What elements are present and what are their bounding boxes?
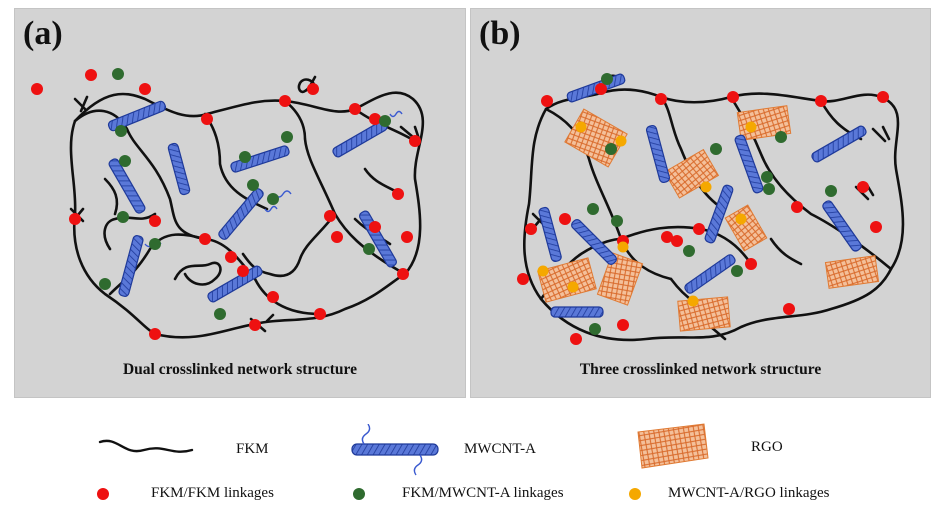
legend-fkm-label: FKM: [236, 441, 269, 457]
fkm-fkm-linkages: [517, 83, 889, 345]
three-network-diagram: [517, 73, 905, 345]
fkm-mwcnt-linkages: [99, 68, 391, 320]
red-dot-icon: [97, 488, 109, 500]
panel-b-caption: Three crosslinked network structure: [579, 361, 822, 378]
dual-network-diagram: [31, 68, 425, 340]
legend-rgo-label: RGO: [751, 439, 783, 455]
fkm-fkm-linkages: [31, 69, 421, 340]
panel-a-caption: Dual crosslinked network structure: [122, 361, 358, 378]
panel-b-letter: (b): [479, 15, 521, 52]
rgo-sheet-icon: [637, 423, 709, 469]
panel-b: (b) Three crosslinked network structure: [470, 8, 931, 398]
legend-fkm-fkm-label: FKM/FKM linkages: [151, 485, 274, 501]
mwcnt-rgo-linkages: [537, 121, 757, 307]
mwcnt-tube-icon: [351, 424, 439, 476]
green-dot-icon: [353, 488, 365, 500]
legend: FKM MWCNT-A RGO FKM/FKM linkages FKM/MWC…: [0, 400, 944, 528]
legend-fkm-mwcnt-label: FKM/MWCNT-A linkages: [402, 485, 564, 501]
legend-mwcnt-rgo-label: MWCNT-A/RGO linkages: [668, 485, 830, 501]
legend-mwcnt-label: MWCNT-A: [464, 441, 536, 457]
panel-a-letter: (a): [23, 15, 63, 52]
rgo-sheets: [537, 105, 880, 332]
fkm-chain-icon: [98, 439, 194, 453]
panel-a: (a) Dual crosslinked network structure: [14, 8, 466, 398]
orange-dot-icon: [629, 488, 641, 500]
mwcnt-tubes: [107, 100, 397, 303]
fkm-mwcnt-linkages: [587, 73, 837, 335]
